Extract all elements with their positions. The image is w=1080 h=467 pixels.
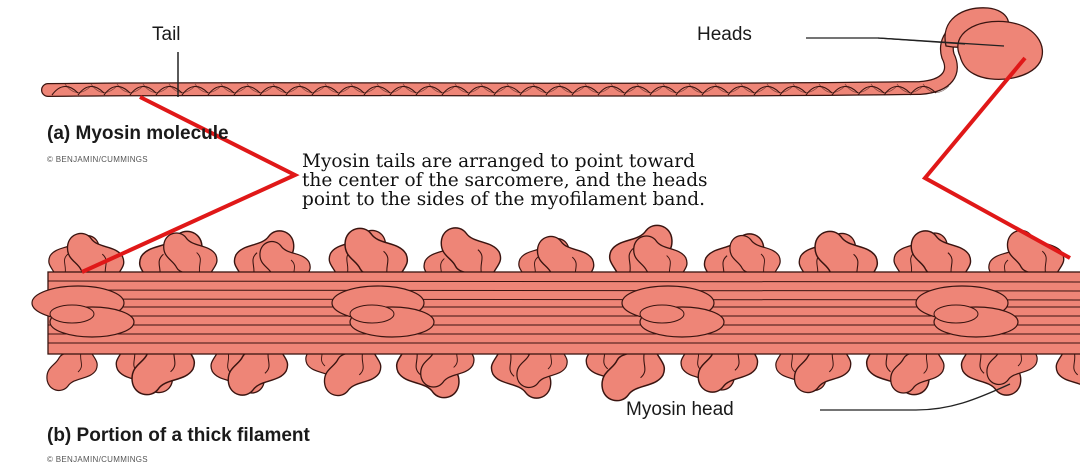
- label-heads: Heads: [697, 24, 752, 46]
- copyright-b: © BENJAMIN/CUMMINGS: [47, 455, 148, 464]
- title-b: (b) Portion of a thick filament: [47, 425, 310, 447]
- copyright-a: © BENJAMIN/CUMMINGS: [47, 155, 148, 164]
- caption-line-2: the center of the sarcomere, and the hea…: [302, 172, 708, 189]
- label-myosin-head: Myosin head: [626, 399, 734, 421]
- label-tail: Tail: [152, 24, 181, 46]
- myosin-molecule: [48, 8, 1042, 95]
- title-a: (a) Myosin molecule: [47, 123, 229, 145]
- caption-line-3: point to the sides of the myofilament ba…: [302, 191, 705, 208]
- thick-filament: [32, 225, 1080, 400]
- caption-line-1: Myosin tails are arranged to point towar…: [302, 153, 695, 170]
